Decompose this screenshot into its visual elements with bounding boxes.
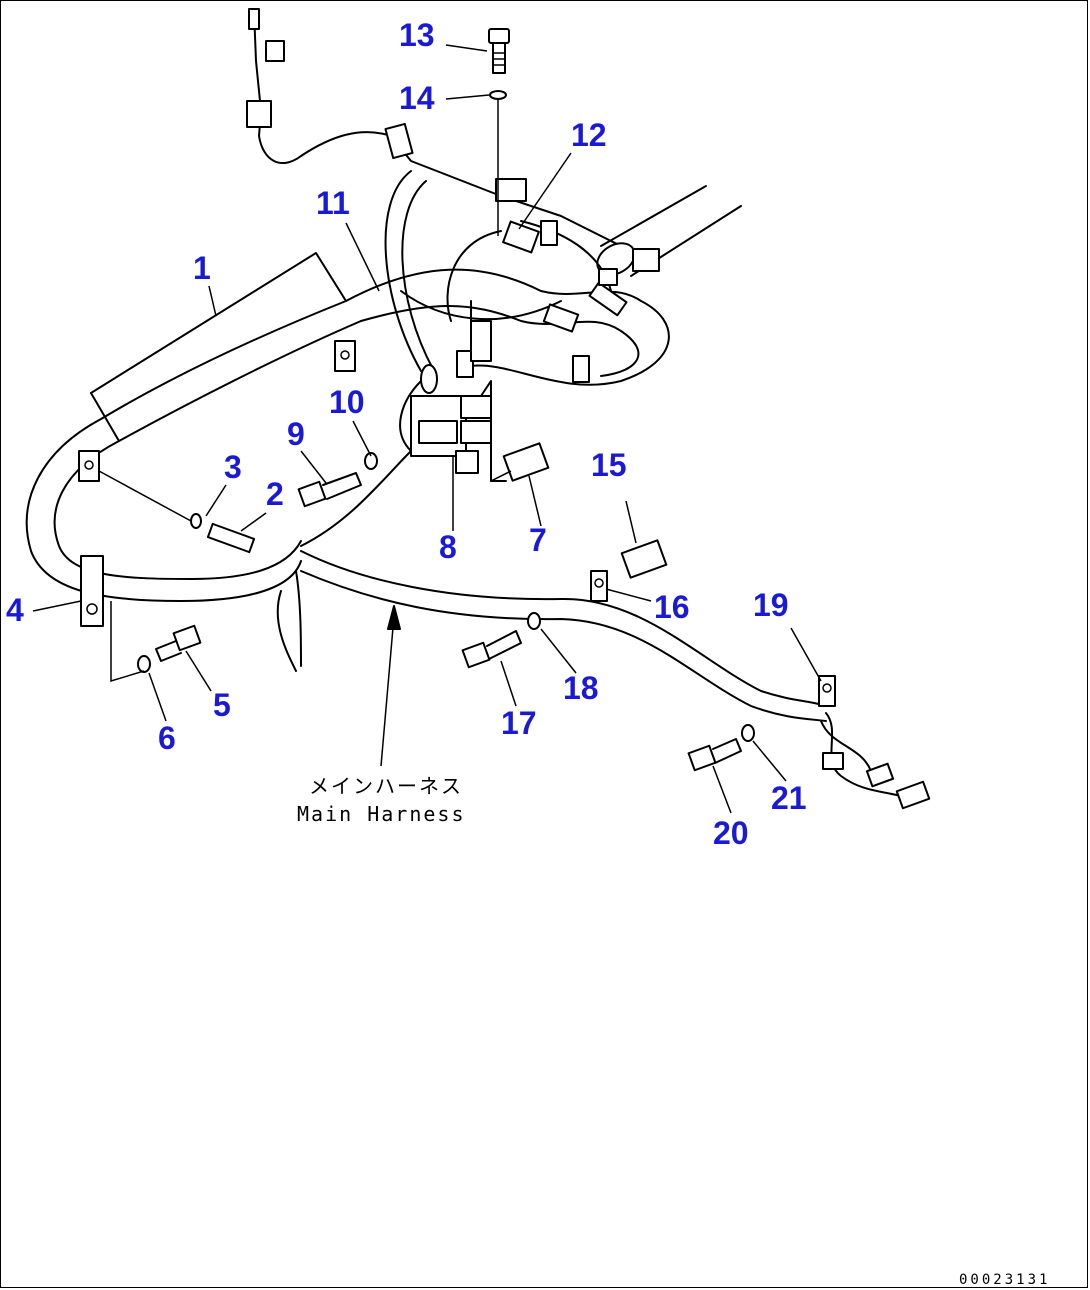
callout-16: 16 [654, 589, 690, 625]
main-harness-note: メインハーネス Main Harness [297, 774, 466, 826]
washer-3-shape [190, 513, 202, 529]
callout-20: 20 [713, 815, 749, 851]
note-english: Main Harness [297, 802, 466, 826]
washer-6-shape [137, 655, 151, 673]
bolt-2-shape [206, 522, 256, 554]
clamp-19-shape [818, 675, 836, 707]
callout-3: 3 [224, 449, 242, 485]
callout-9: 9 [287, 416, 305, 452]
main-harness-loop [25, 252, 362, 672]
spacer-15-shape [620, 539, 668, 579]
clamp-4-shape [80, 555, 104, 627]
leader-lines [32, 44, 822, 814]
callout-5: 5 [213, 687, 231, 723]
bolt-5-shape [172, 624, 202, 652]
callout-6: 6 [158, 720, 176, 756]
callout-1: 1 [193, 250, 211, 286]
callout-14: 14 [399, 80, 435, 116]
callout-4: 4 [6, 592, 24, 628]
callout-17: 17 [501, 705, 537, 741]
callout-13: 13 [399, 17, 435, 53]
spacer-7-shape [502, 442, 550, 482]
bolt-20-shape [687, 744, 717, 772]
bolt-13-shape [488, 28, 510, 44]
callout-12: 12 [571, 117, 607, 153]
callout-15: 15 [591, 447, 627, 483]
callout-21: 21 [771, 780, 807, 816]
right-harness-branch [300, 550, 931, 810]
clamp-upper-left-shape [78, 450, 100, 482]
upper-harness-structure [246, 8, 742, 547]
bolt-17-shape [461, 641, 491, 669]
washer-21-shape [741, 724, 755, 742]
clamp-center-shape [334, 340, 356, 372]
loose-parts [98, 28, 755, 772]
connector-end-shape [895, 780, 931, 810]
callout-7: 7 [529, 522, 547, 558]
washer-10-shape [364, 452, 378, 470]
callout-2: 2 [266, 476, 284, 512]
note-japanese: メインハーネス [309, 774, 463, 798]
washer-14-shape [489, 90, 507, 100]
clamp-16-shape [590, 570, 608, 602]
drawing-code: 00023131 [959, 1272, 1050, 1288]
callout-19: 19 [753, 587, 789, 623]
bolt-9-shape [297, 480, 327, 508]
washer-18-shape [527, 612, 541, 630]
callout-labels: 1 2 3 4 5 6 7 8 9 10 11 12 13 14 15 16 1… [6, 17, 807, 851]
callout-10: 10 [329, 384, 365, 420]
callout-18: 18 [563, 670, 599, 706]
callout-8: 8 [439, 529, 457, 565]
callout-11: 11 [316, 185, 350, 221]
